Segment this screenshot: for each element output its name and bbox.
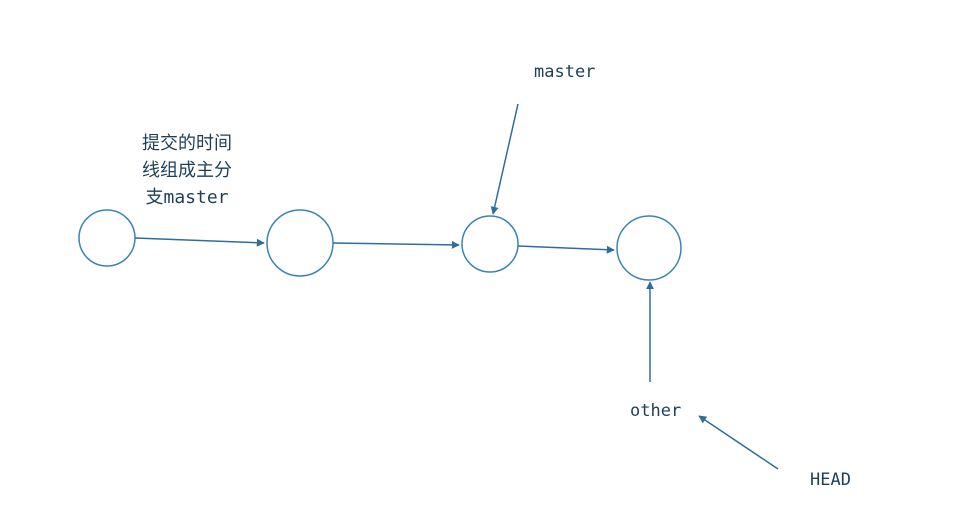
commit-node-4 — [616, 215, 682, 281]
commit-node-1 — [78, 209, 136, 267]
head-pointer-arrow — [698, 415, 779, 470]
master-label: master — [534, 62, 596, 82]
master-branch-caption: 提交的时间 线组成主分 支master — [112, 130, 262, 211]
head-label: HEAD — [810, 470, 851, 490]
commit-arrow-3-4 — [517, 245, 615, 254]
commit-arrow-1-2 — [134, 237, 265, 247]
master-pointer-arrow — [490, 103, 519, 215]
other-label: other — [630, 401, 682, 421]
caption-line-2: 线组成主分 — [142, 160, 232, 181]
commit-node-3 — [461, 215, 519, 273]
commit-node-2 — [266, 209, 334, 277]
caption-line-3: 支master — [145, 187, 229, 208]
caption-line-1: 提交的时间 — [142, 133, 232, 154]
commit-arrow-2-3 — [332, 240, 460, 249]
